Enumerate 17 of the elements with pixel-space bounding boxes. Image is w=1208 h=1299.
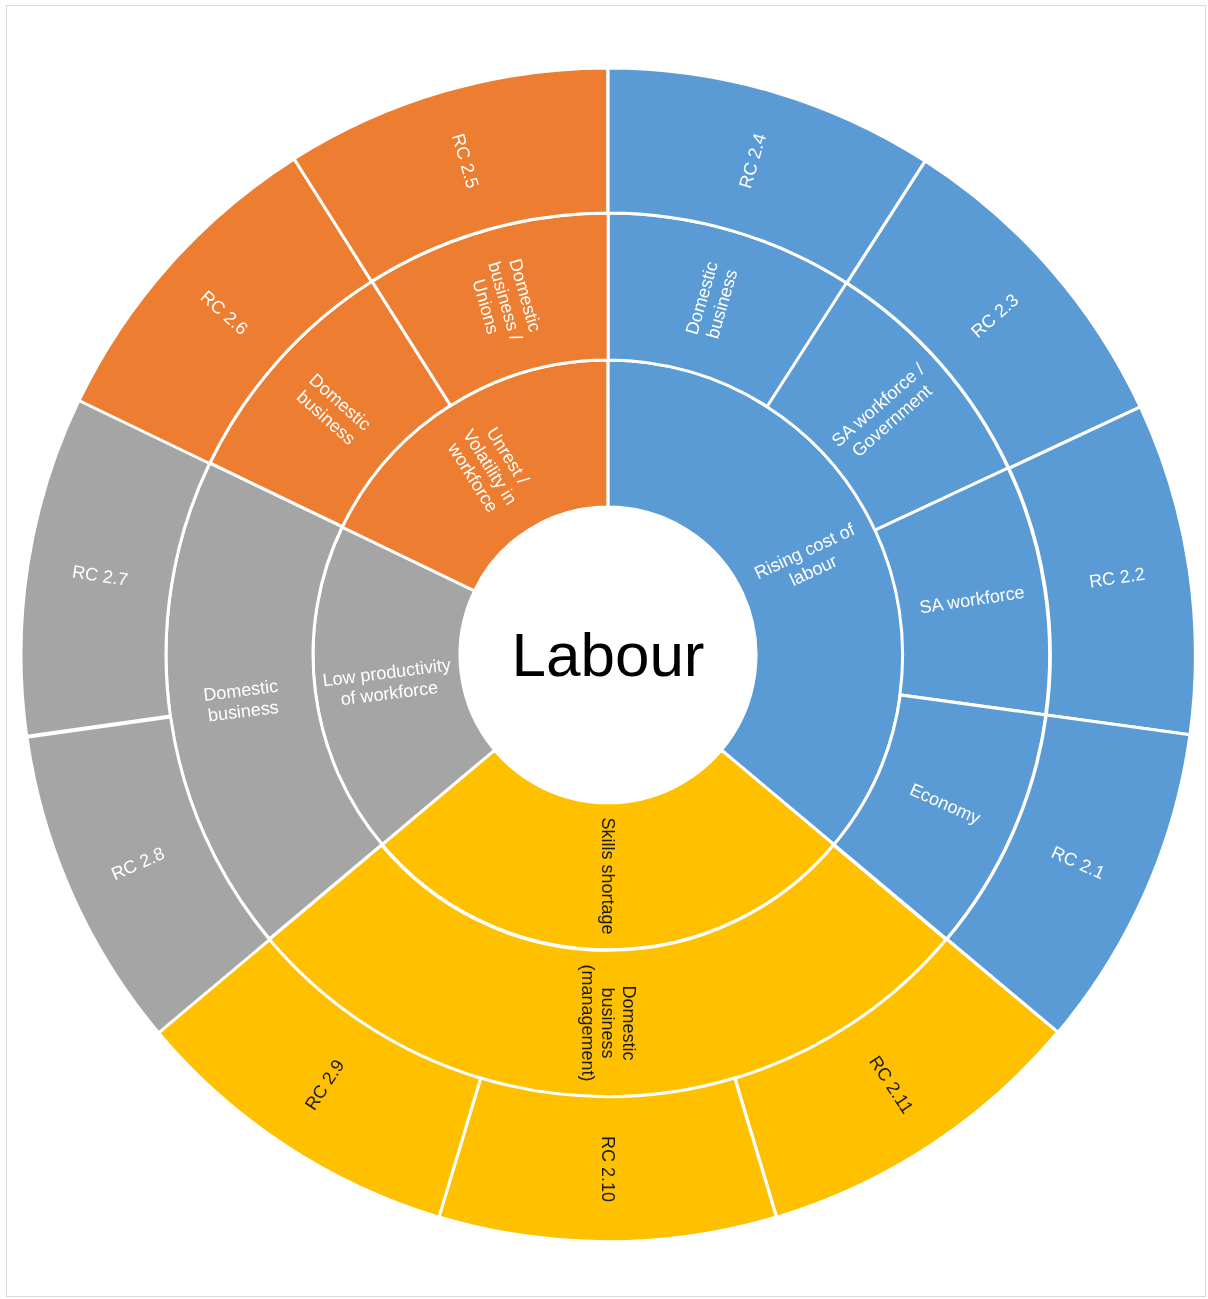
segment-label: Domestic business xyxy=(201,674,282,728)
segment-label: RC 2.2 xyxy=(1086,562,1147,594)
segment-label: RC 2.6 xyxy=(195,285,253,341)
segment-label: SA workforce xyxy=(917,580,1028,620)
segment-label: Skills shortage xyxy=(597,816,619,937)
segment-label: RC 2.10 xyxy=(597,1135,619,1205)
segment-label: RC 2.3 xyxy=(966,289,1024,345)
center-title: Labour xyxy=(511,624,705,686)
segment-label: RC 2.8 xyxy=(107,842,169,887)
segment-label: RC 2.5 xyxy=(446,130,484,193)
segment-label: Low productivity of workforce xyxy=(320,653,454,711)
segment-label: Domestic business (management) xyxy=(576,963,639,1084)
segment-label: Rising cost of labour xyxy=(750,518,859,593)
segment-label: RC 2.1 xyxy=(1047,841,1110,886)
segment-label: RC 2.9 xyxy=(300,1054,350,1116)
segment-label: RC 2.4 xyxy=(734,130,771,193)
segment-label: RC 2.7 xyxy=(69,560,130,592)
